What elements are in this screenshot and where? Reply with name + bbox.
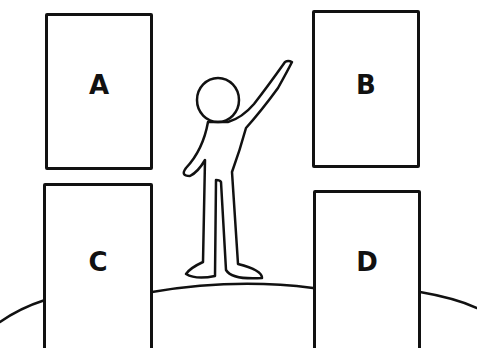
figure-head [197, 78, 239, 122]
box-letter: A [48, 71, 150, 100]
box-letter: B [315, 71, 417, 100]
letter-box: D [313, 190, 421, 348]
letter-box: B [312, 10, 420, 168]
figure-body [184, 61, 292, 278]
letter-box: A [45, 13, 153, 170]
ground-line [152, 284, 313, 292]
box-letter: C [46, 248, 150, 277]
ground-line [420, 292, 477, 308]
letter-box: C [43, 183, 153, 348]
ground-line [0, 300, 45, 322]
box-letter: D [316, 248, 418, 277]
